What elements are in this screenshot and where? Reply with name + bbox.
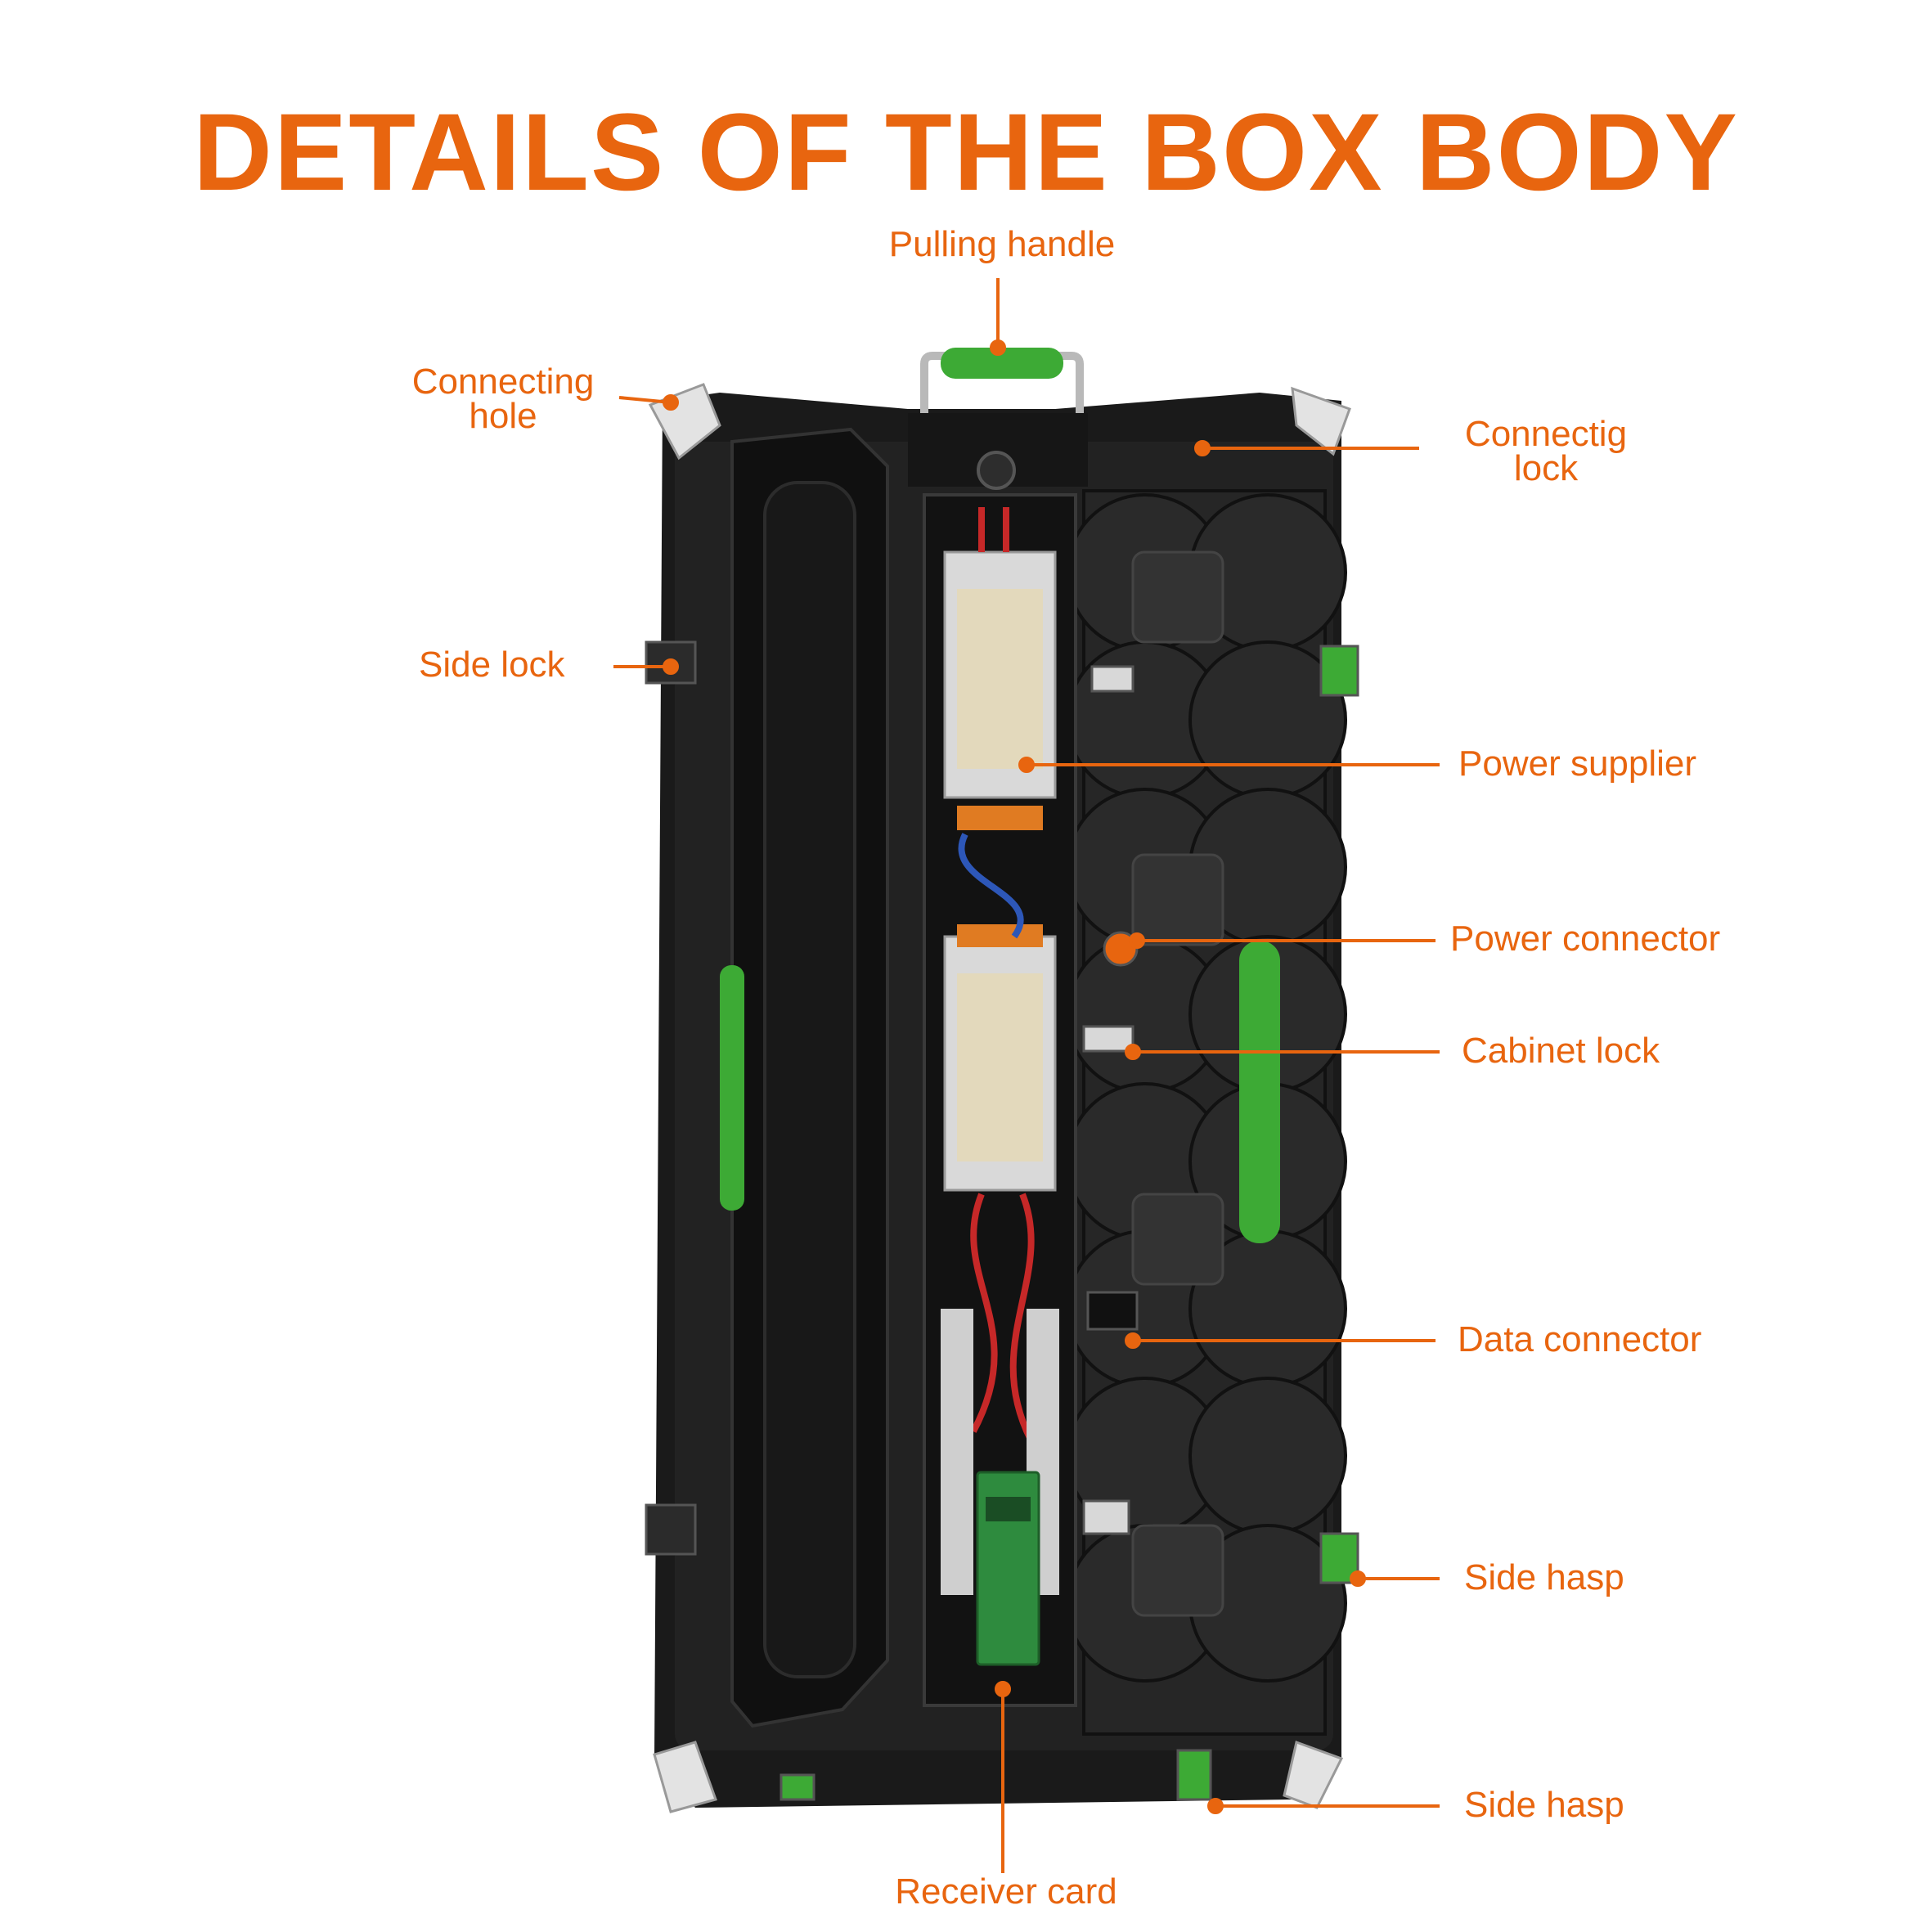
- label-power-connector: Power connector: [1450, 919, 1721, 959]
- label-side-lock: Side lock: [419, 645, 565, 685]
- label-power-supplier: Power supplier: [1458, 744, 1697, 784]
- label-connecting-hole-line2: hole: [469, 396, 537, 436]
- label-side-hasp-1: Side hasp: [1464, 1557, 1624, 1597]
- label-cabinet-lock: Cabinet lock: [1462, 1031, 1660, 1071]
- label-pulling-handle: Pulling handle: [888, 224, 1116, 264]
- label-side-hasp-2: Side hasp: [1464, 1785, 1624, 1825]
- label-connecting-hole-line1: Connecting: [411, 362, 595, 402]
- right-green-handle: [1239, 941, 1280, 1243]
- door-panel: [720, 427, 889, 1728]
- electronics-bay: [923, 493, 1077, 1707]
- label-data-connector: Data connector: [1458, 1319, 1702, 1359]
- label-connecting-lock-line1: Connectig: [1464, 414, 1628, 454]
- module-plates: [1131, 550, 1224, 1617]
- side-hardware: [645, 640, 1359, 1801]
- label-connecting-hole: Connecting hole: [384, 362, 622, 436]
- label-receiver-card: Receiver card: [895, 1871, 1117, 1912]
- label-connecting-lock-line2: lock: [1513, 448, 1579, 488]
- label-connecting-lock: Connectig lock: [1427, 414, 1665, 488]
- page-title: DETAILS OF THE BOX BODY: [193, 92, 1739, 213]
- callout-lines: [613, 278, 1440, 1873]
- pulling-handle: [920, 348, 1084, 413]
